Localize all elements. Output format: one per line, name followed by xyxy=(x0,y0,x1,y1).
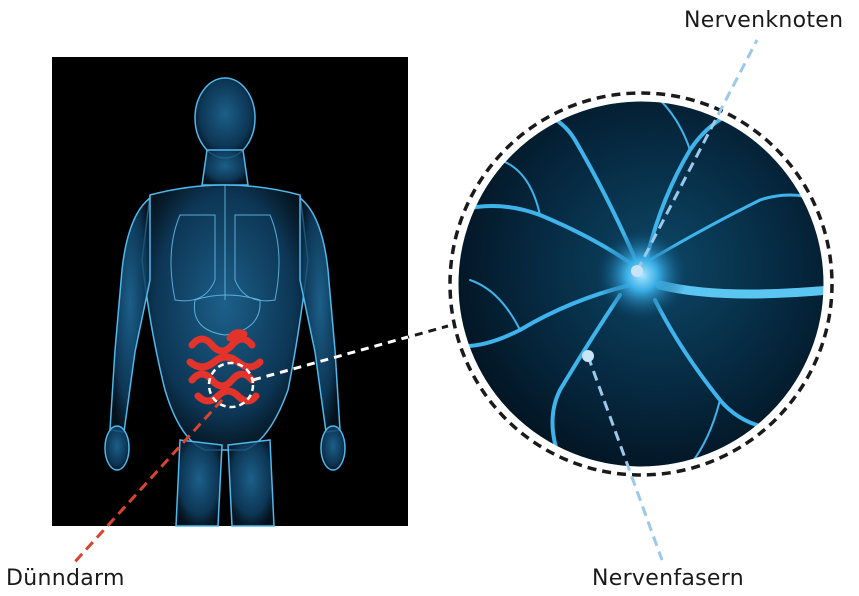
callout-dot-nerve-node xyxy=(631,265,643,277)
label-nerve-fibers: Nervenfasern xyxy=(592,566,744,591)
left-hand-shape xyxy=(105,426,129,470)
neuron-soma xyxy=(597,230,687,320)
neuron-zoom-circle xyxy=(450,93,832,475)
body-panel xyxy=(52,57,408,526)
label-small-intestine: Dünndarm xyxy=(6,566,125,591)
label-nerve-node: Nervenknoten xyxy=(684,8,843,33)
right-hand-shape xyxy=(321,426,345,470)
head-shape xyxy=(195,78,255,158)
left-leg-shape xyxy=(176,440,222,526)
neck-shape xyxy=(202,150,248,185)
right-leg-shape xyxy=(228,440,274,526)
callout-dot-nerve-fibers xyxy=(582,350,594,362)
